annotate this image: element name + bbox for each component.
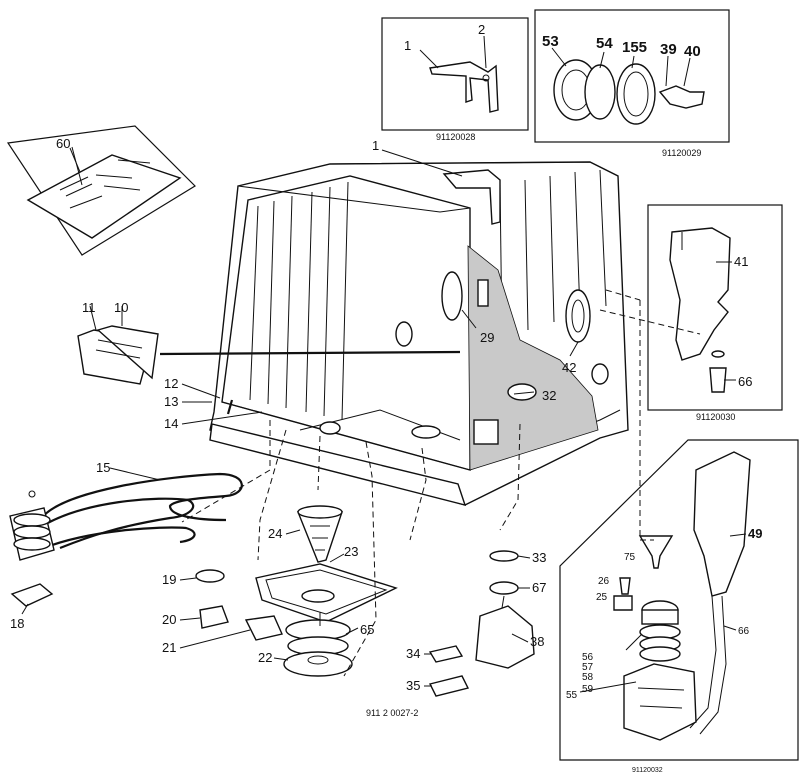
label-26: 26: [598, 576, 610, 587]
label-34: 34: [406, 646, 420, 661]
label-18: 18: [10, 616, 24, 631]
label-55: 55: [566, 690, 578, 701]
label-53: 53: [542, 33, 559, 50]
label-33: 33: [532, 550, 546, 565]
figure-code: 911 2 0027-2: [366, 708, 418, 718]
label-20: 20: [162, 612, 176, 627]
filter-and-pump-parts: [195, 505, 398, 677]
tub-ribs: [249, 169, 607, 421]
label-40: 40: [684, 43, 701, 60]
label-42-main: 42: [562, 360, 576, 375]
heating-element: [9, 472, 243, 607]
seal-inset: [534, 9, 730, 143]
label-54: 54: [596, 35, 613, 52]
label-13: 13: [164, 394, 178, 409]
label-66-inset: 66: [738, 374, 752, 389]
label-23: 23: [344, 544, 358, 559]
label-41: 41: [734, 254, 748, 269]
label-25: 25: [596, 592, 608, 603]
inset-code-91120032: 91120032: [632, 767, 663, 774]
label-56: 56: [582, 652, 594, 663]
label-58: 58: [582, 672, 594, 683]
label-10: 10: [114, 300, 128, 315]
label-67-main: 67: [532, 580, 546, 595]
label-22: 22: [258, 650, 272, 665]
inset-code-91120029: 91120029: [662, 148, 701, 158]
drain-pump-parts: [428, 550, 535, 697]
label-38: 38: [530, 634, 544, 649]
label-65: 65: [360, 622, 374, 637]
label-1-inset: 1: [404, 38, 411, 53]
label-75: 75: [624, 552, 636, 563]
leader-lines: [21, 147, 579, 687]
inset-code-91120028: 91120028: [436, 132, 475, 142]
label-32: 32: [542, 388, 556, 403]
bracket-inset: [381, 17, 529, 131]
label-39: 39: [660, 41, 677, 58]
label-21: 21: [162, 640, 176, 655]
label-19: 19: [162, 572, 176, 587]
tub-assembly: [209, 161, 629, 506]
label-15: 15: [96, 460, 110, 475]
label-35: 35: [406, 678, 420, 693]
label-12: 12: [164, 376, 178, 391]
label-14: 14: [164, 416, 178, 431]
label-66-dispenser: 66: [738, 626, 750, 637]
door-seal-parts: [77, 325, 461, 385]
assembly-guide-lines: [181, 289, 701, 677]
label-155: 155: [622, 39, 647, 56]
inset-code-91120030: 91120030: [696, 412, 735, 422]
label-59: 59: [582, 684, 594, 695]
dispenser-inset: [559, 439, 799, 761]
callout-labels: 60 1 11 10 12 13 14 29 32 42 15 24 23 33…: [10, 22, 762, 774]
label-1-main: 1: [372, 138, 379, 153]
label-29: 29: [480, 330, 494, 345]
label-57: 57: [582, 662, 594, 673]
label-24: 24: [268, 526, 282, 541]
sump-inset: [647, 204, 783, 411]
label-2-inset: 2: [478, 22, 485, 37]
label-11: 11: [82, 300, 96, 315]
manual-inset: [6, 125, 196, 256]
label-49: 49: [748, 526, 762, 541]
label-60: 60: [56, 136, 70, 151]
